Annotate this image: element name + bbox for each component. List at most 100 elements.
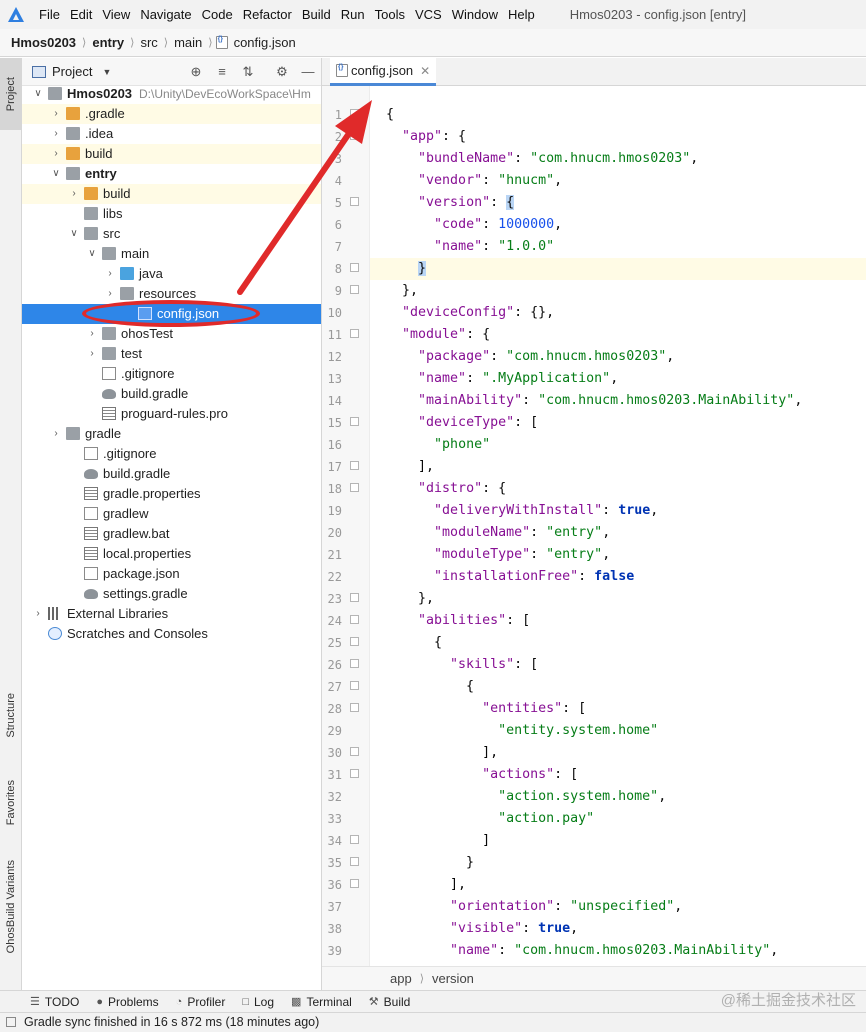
chevron-down-icon[interactable]: ▼ [102,66,112,77]
code-line[interactable]: "app": { [370,126,866,148]
chevron-down-icon[interactable]: ∨ [52,168,60,179]
menu-help[interactable]: Help [507,7,535,22]
code-line[interactable]: }, [370,588,866,610]
code-line[interactable]: { [370,676,866,698]
chevron-right-icon[interactable]: › [72,188,76,199]
favorites-tool-tab[interactable]: Favorites [0,764,22,842]
code-line[interactable]: "moduleType": "entry", [370,544,866,566]
fold-marker-icon[interactable] [350,329,359,338]
menu-view[interactable]: View [102,7,131,22]
tree-item[interactable]: ›.gradle [22,104,321,124]
expand-all-icon[interactable]: ≡ [218,64,226,79]
tree-item[interactable]: package.json [22,564,321,584]
project-view-title[interactable]: Project [52,64,93,79]
code-line[interactable]: "name": "com.hnucm.hmos0203.MainAbility"… [370,940,866,962]
code-line[interactable]: ], [370,456,866,478]
tree-item[interactable]: ∨main [22,244,321,264]
code-line[interactable]: "abilities": [ [370,610,866,632]
chevron-right-icon[interactable]: › [54,108,58,119]
code-line[interactable]: "name": ".MyApplication", [370,368,866,390]
tree-item[interactable]: ›External Libraries [22,604,321,624]
collapse-all-icon[interactable]: ⇅ [242,64,254,79]
fold-marker-icon[interactable] [350,109,359,118]
code-line[interactable]: "deviceConfig": {}, [370,302,866,324]
code-line[interactable]: "bundleName": "com.hnucm.hmos0203", [370,148,866,170]
code-line[interactable]: "module": { [370,324,866,346]
menu-tools[interactable]: Tools [374,7,405,22]
code-line[interactable]: "entities": [ [370,698,866,720]
code-line[interactable]: { [370,104,866,126]
menu-vcs[interactable]: VCS [414,7,442,22]
tree-item[interactable]: .gitignore [22,444,321,464]
editor-crumb-version[interactable]: version [432,971,474,986]
chevron-right-icon[interactable]: › [54,128,58,139]
fold-marker-icon[interactable] [350,417,359,426]
tree-item[interactable]: gradlew.bat [22,524,321,544]
todo-tool-button[interactable]: ☰TODO [30,995,79,1009]
code-line[interactable]: "entity.system.home" [370,720,866,742]
menu-refactor[interactable]: Refactor [242,7,292,22]
chevron-right-icon[interactable]: › [108,268,112,279]
project-tool-tab[interactable]: Project [0,58,22,130]
chevron-right-icon[interactable]: › [90,348,94,359]
fold-marker-icon[interactable] [350,131,359,140]
tree-item[interactable]: ∨entry [22,164,321,184]
menu-run[interactable]: Run [340,7,365,22]
breadcrumb-main[interactable]: main [174,35,203,50]
fold-marker-icon[interactable] [350,769,359,778]
code-line[interactable]: "skills": [ [370,654,866,676]
code-line[interactable]: }, [370,280,866,302]
tree-item[interactable]: gradlew [22,504,321,524]
chevron-down-icon[interactable]: ∨ [70,228,78,239]
code-line[interactable]: ], [370,742,866,764]
chevron-right-icon[interactable]: › [108,288,112,299]
code-line[interactable]: "deviceType": [ [370,412,866,434]
code-line[interactable]: "actions": [ [370,764,866,786]
fold-marker-icon[interactable] [350,703,359,712]
code-line[interactable]: ], [370,874,866,896]
fold-marker-icon[interactable] [350,747,359,756]
build-tool-button[interactable]: ⚒Build [369,995,411,1009]
chevron-right-icon[interactable]: › [36,608,40,619]
code-line[interactable]: "orientation": "unspecified", [370,896,866,918]
breadcrumb-src[interactable]: src [140,35,158,50]
tree-item[interactable]: libs [22,204,321,224]
tree-item[interactable]: ›java [22,264,321,284]
code-area[interactable]: { "app": { "bundleName": "com.hnucm.hmos… [370,86,866,966]
code-line[interactable]: { [370,632,866,654]
breadcrumb-file[interactable]: config.json [233,35,296,50]
code-line[interactable]: "action.pay" [370,808,866,830]
chevron-right-icon[interactable]: › [90,328,94,339]
code-line[interactable]: "deliveryWithInstall": true, [370,500,866,522]
fold-marker-icon[interactable] [350,197,359,206]
log-tool-button[interactable]: □Log [242,995,274,1009]
code-line[interactable]: "code": 1000000, [370,214,866,236]
editor-crumb-app[interactable]: app [390,971,412,986]
profiler-tool-button[interactable]: ◔Profiler [176,995,226,1009]
tree-item[interactable]: ›build [22,144,321,164]
tab-config-json[interactable]: config.json ✕ [330,58,437,86]
problems-tool-button[interactable]: ●Problems [96,995,158,1009]
fold-marker-icon[interactable] [350,461,359,470]
code-line[interactable]: ] [370,830,866,852]
fold-marker-icon[interactable] [350,593,359,602]
fold-marker-icon[interactable] [350,263,359,272]
tree-item[interactable]: build.gradle [22,384,321,404]
fold-marker-icon[interactable] [350,835,359,844]
fold-marker-icon[interactable] [350,483,359,492]
tree-item[interactable]: ›build [22,184,321,204]
code-line[interactable]: } [370,258,866,280]
chevron-down-icon[interactable]: ∨ [34,88,42,99]
breadcrumb-module[interactable]: entry [92,35,125,50]
fold-marker-icon[interactable] [350,285,359,294]
code-line[interactable]: "action.system.home", [370,786,866,808]
menu-navigate[interactable]: Navigate [140,7,192,22]
menu-build[interactable]: Build [301,7,331,22]
build-variants-tool-tab[interactable]: OhosBuild Variants [0,852,22,962]
code-line[interactable]: "installationFree": false [370,566,866,588]
tree-item[interactable]: ›ohosTest [22,324,321,344]
tree-item[interactable]: ›gradle [22,424,321,444]
code-line[interactable]: "phone" [370,434,866,456]
fold-marker-icon[interactable] [350,659,359,668]
